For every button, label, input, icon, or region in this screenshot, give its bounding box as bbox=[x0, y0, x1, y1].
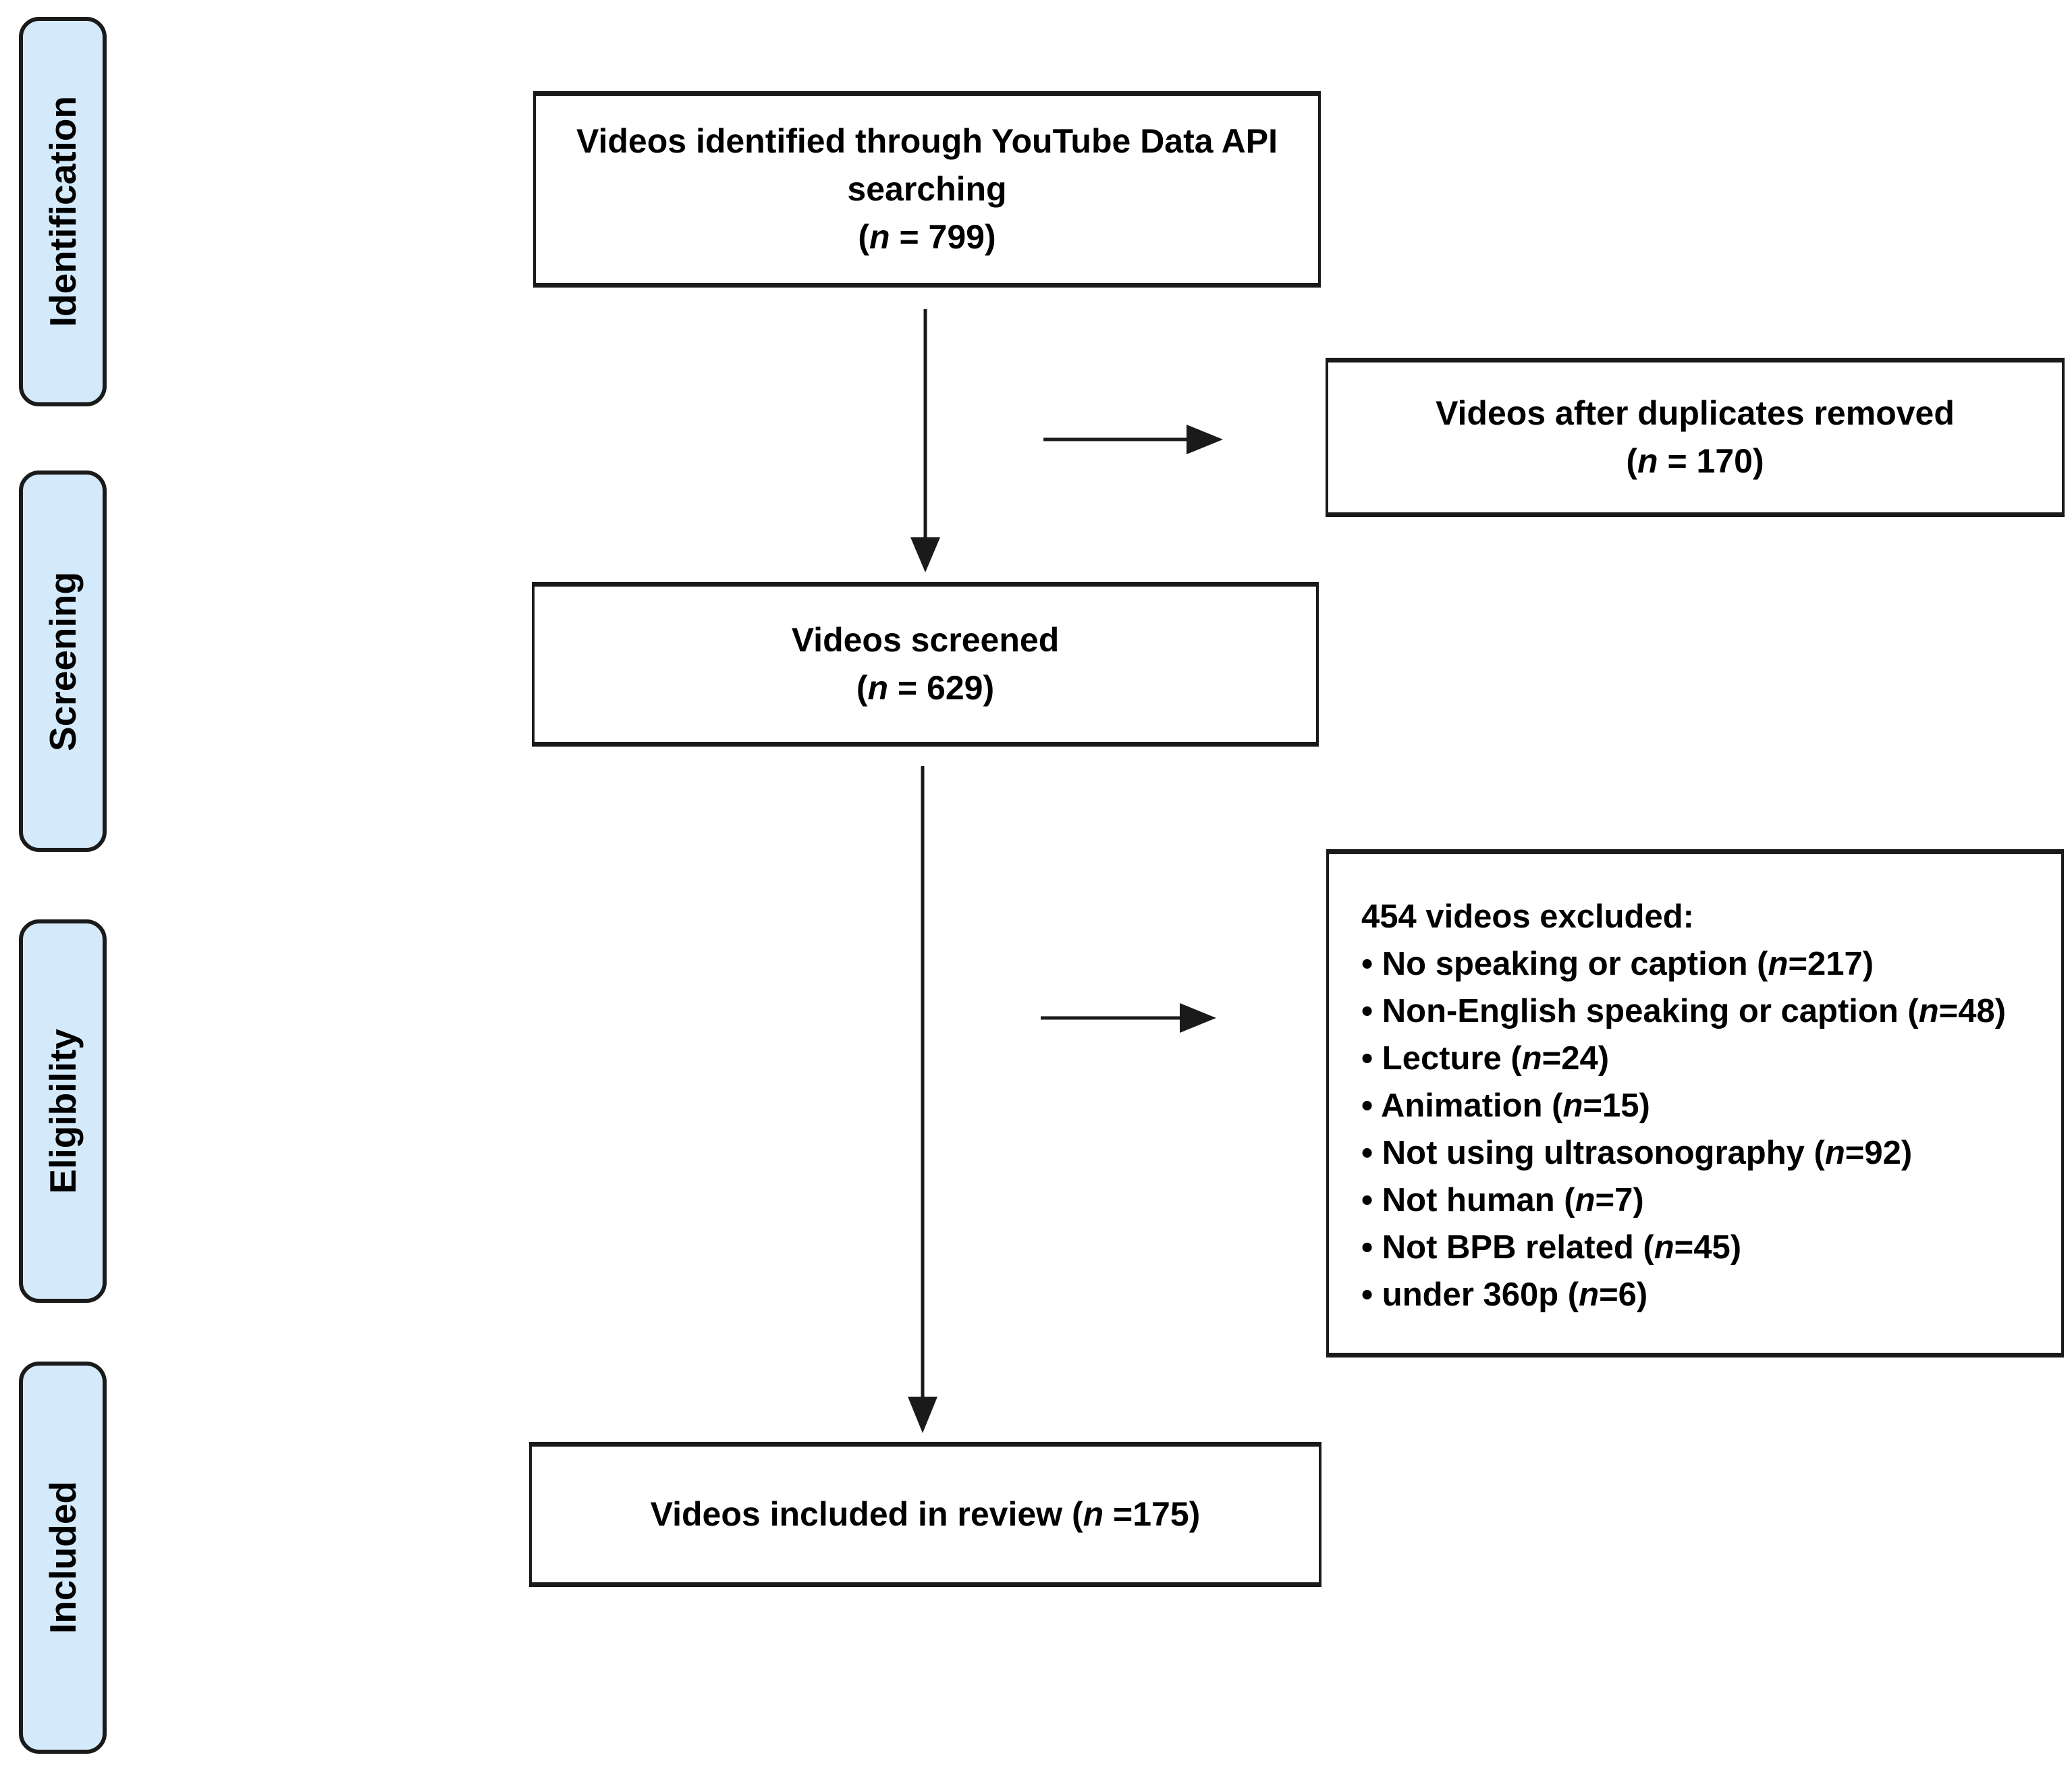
stage-screening-label: Screening bbox=[42, 571, 84, 751]
text-line: • Lecture (n=24) bbox=[1361, 1040, 1610, 1077]
text-line: • Not human (n=7) bbox=[1361, 1182, 1644, 1218]
box-videos-screened: Videos screened (n = 629) bbox=[532, 582, 1319, 747]
text-line: • under 360p (n=6) bbox=[1361, 1276, 1648, 1313]
text-line: • Animation (n=15) bbox=[1361, 1087, 1650, 1124]
box-videos-excluded: 454 videos excluded: • No speaking or cap… bbox=[1326, 849, 2064, 1358]
stage-screening: Screening bbox=[19, 471, 107, 852]
stage-eligibility: Eligibility bbox=[19, 919, 107, 1303]
stage-identification: Identification bbox=[19, 17, 107, 406]
arrow-to-duplicates-removed bbox=[1043, 425, 1223, 454]
text-line: • Not BPB related (n=45) bbox=[1361, 1229, 1742, 1266]
text-line: Videos screened bbox=[791, 621, 1060, 659]
arrow-to-excluded bbox=[1041, 1003, 1216, 1033]
box-videos-included: Videos included in review (n =175) bbox=[529, 1442, 1321, 1587]
box-videos-identified: Videos identified through YouTube Data A… bbox=[533, 91, 1321, 288]
stage-eligibility-label: Eligibility bbox=[42, 1028, 84, 1194]
text-line: • Not using ultrasonography (n=92) bbox=[1361, 1135, 1913, 1171]
stage-identification-label: Identification bbox=[42, 96, 84, 327]
text-line: • No speaking or caption (n=217) bbox=[1361, 946, 1874, 982]
arrow-identified-to-screened bbox=[910, 309, 940, 572]
text-line: 454 videos excluded: bbox=[1361, 898, 1694, 935]
stage-included: Included bbox=[19, 1362, 107, 1754]
text-line: • Non-English speaking or caption (n=48) bbox=[1361, 993, 2007, 1029]
text-line: (n = 170) bbox=[1626, 442, 1764, 480]
text-line: Videos included in review (n =175) bbox=[650, 1495, 1201, 1533]
text-line: (n = 799) bbox=[858, 218, 996, 256]
arrow-screened-to-included bbox=[908, 766, 937, 1433]
text-line: (n = 629) bbox=[856, 669, 995, 707]
text-line: searching bbox=[847, 170, 1007, 208]
text-line: Videos after duplicates removed bbox=[1436, 394, 1955, 432]
stage-included-label: Included bbox=[42, 1481, 84, 1634]
text-line: Videos identified through YouTube Data A… bbox=[576, 122, 1278, 160]
box-duplicates-removed: Videos after duplicates removed (n = 170) bbox=[1326, 358, 2065, 517]
